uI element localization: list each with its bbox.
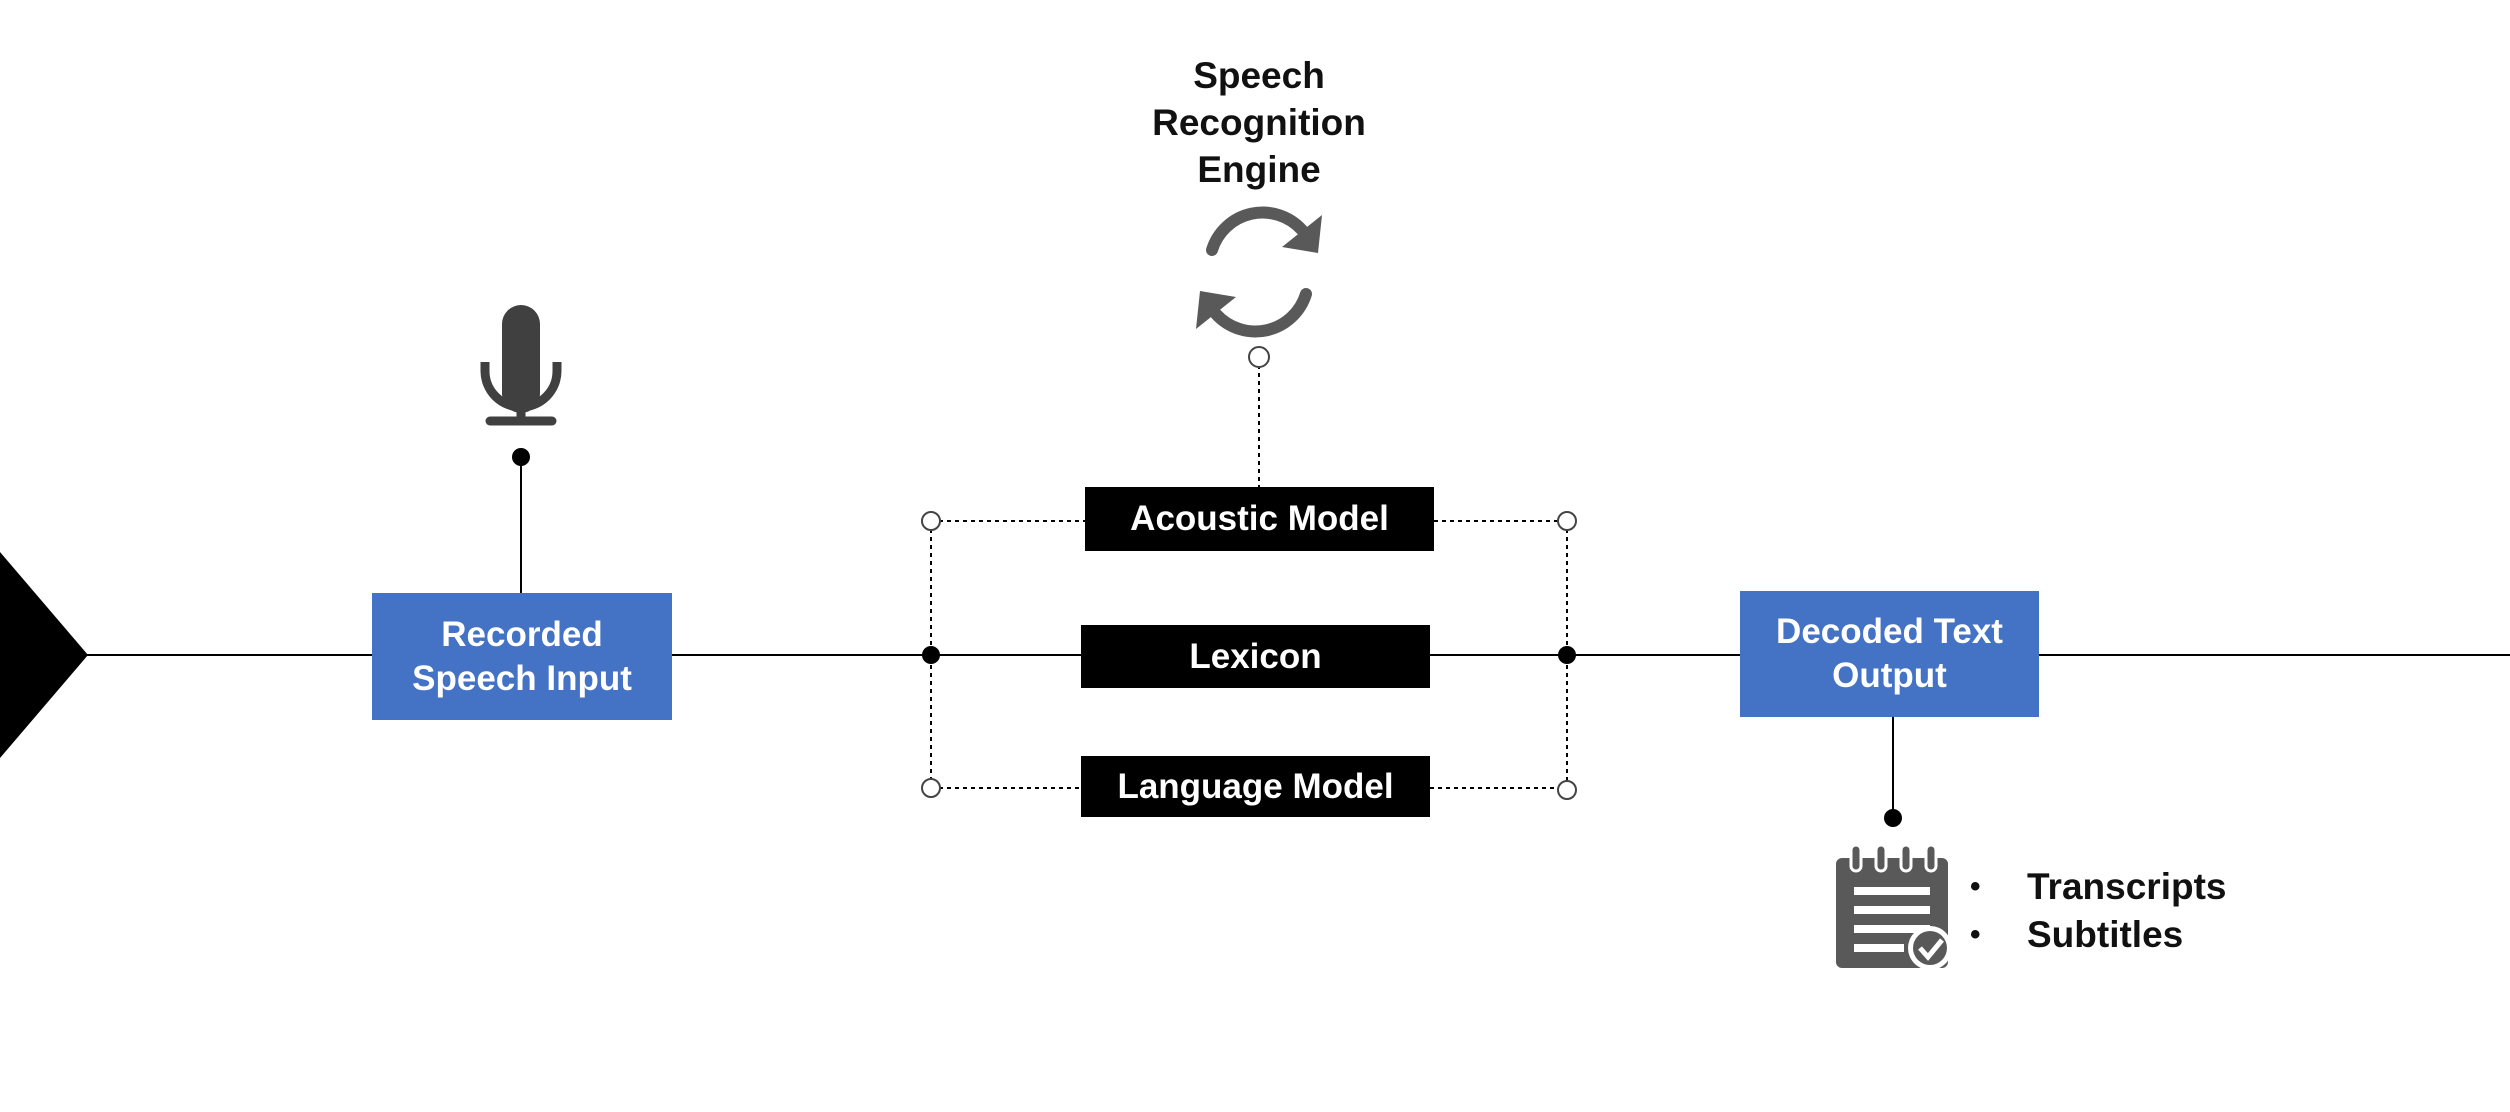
output-item-transcripts: Transcripts xyxy=(1970,863,2226,911)
acoustic-model-label: Acoustic Model xyxy=(1130,499,1389,538)
refresh-icon xyxy=(1196,206,1322,338)
output-item-subtitles: Subtitles xyxy=(1970,911,2226,959)
engine-title: Speech Recognition Engine xyxy=(1152,55,1366,190)
output-list: Transcripts Subtitles xyxy=(1970,863,2226,959)
output-node-label: Decoded Text Output xyxy=(1776,612,2003,695)
input-node: Recorded Speech Input xyxy=(372,593,672,720)
mic-connector-dot xyxy=(512,448,530,466)
frame-corner-dot xyxy=(1557,511,1577,531)
acoustic-model-node: Acoustic Model xyxy=(1085,487,1434,551)
language-model-label: Language Model xyxy=(1117,766,1394,806)
frame-corner-dot xyxy=(1557,780,1577,800)
lexicon-label: Lexicon xyxy=(1189,636,1322,676)
frame-junction-dot xyxy=(922,646,940,664)
language-model-node: Language Model xyxy=(1081,756,1430,817)
start-arrow-shape xyxy=(0,552,88,758)
frame-junction-dot xyxy=(1558,646,1576,664)
frame-corner-dot xyxy=(921,778,941,798)
lexicon-node: Lexicon xyxy=(1081,625,1430,688)
frame-corner-dot xyxy=(921,511,941,531)
engine-connector-dot xyxy=(1248,346,1270,368)
input-node-label: Recorded Speech Input xyxy=(412,614,632,698)
output-connector-dot xyxy=(1884,809,1902,827)
output-node: Decoded Text Output xyxy=(1740,591,2039,717)
notepad-check-icon xyxy=(1836,843,1952,970)
microphone-icon xyxy=(480,305,562,426)
